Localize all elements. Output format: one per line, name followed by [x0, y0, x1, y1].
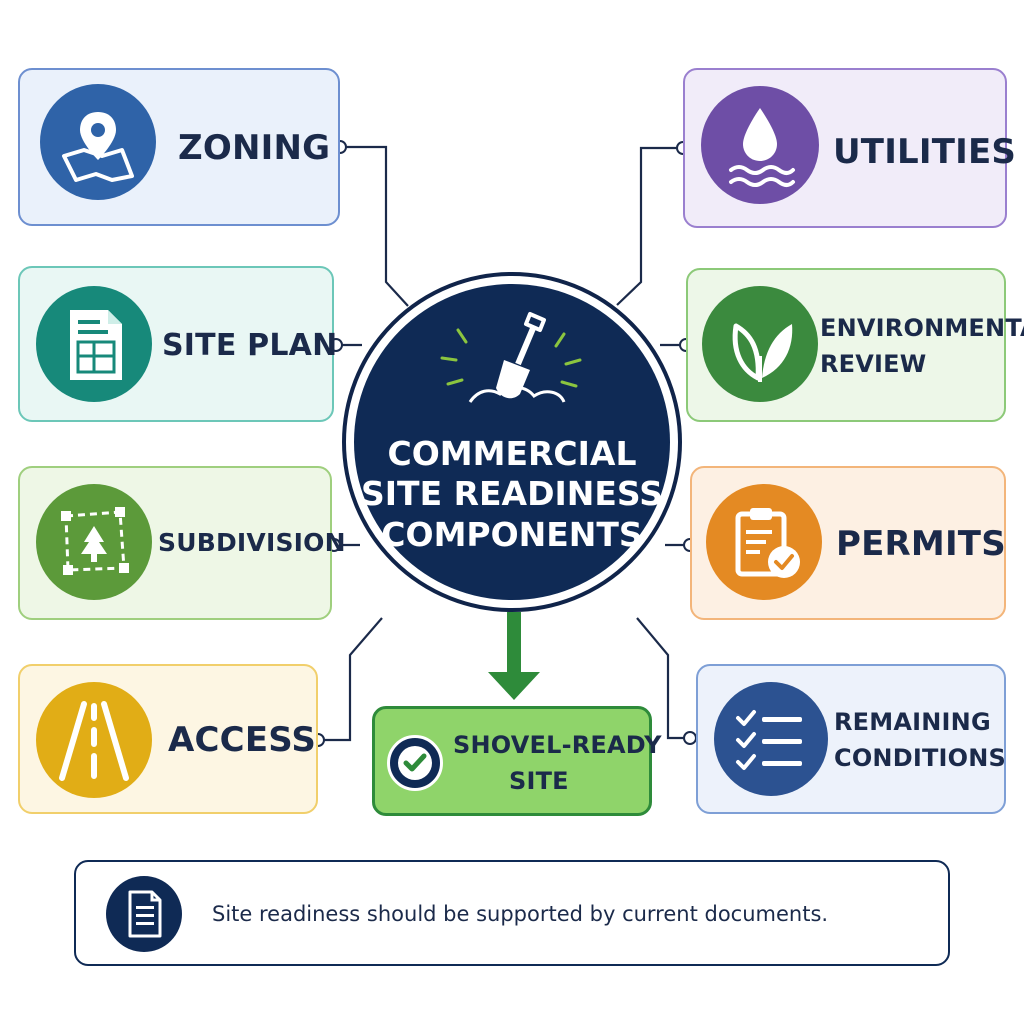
footer-note: Site readiness should be supported by cu…	[74, 860, 950, 966]
water-drop-icon	[701, 86, 819, 204]
document-icon	[106, 876, 182, 952]
shovel-ready-line2: SITE	[509, 767, 569, 795]
checklist-icon	[714, 682, 828, 796]
environmental-label-line1: ENVIRONMENTAL	[820, 314, 1024, 342]
utilities-label: UTILITIES	[833, 132, 1017, 172]
remaining-label-line2: CONDITIONS	[834, 744, 1007, 772]
hub-title-line2: SITE READINESS	[361, 474, 663, 514]
hub-title: COMMERCIAL SITE READINESS COMPONENTS	[354, 434, 670, 555]
remaining-label-line1: REMAINING	[834, 708, 991, 736]
map-pin-icon	[40, 84, 156, 200]
hub-circle: COMMERCIAL SITE READINESS COMPONENTS	[342, 272, 682, 612]
site-plan-label: SITE PLAN	[162, 328, 338, 363]
remaining-conditions-card: REMAINING CONDITIONS	[696, 664, 1006, 814]
shovel-ready-line1: SHOVEL-READY	[453, 731, 662, 759]
subdivision-card: SUBDIVISION	[18, 466, 346, 620]
site-plan-card: SITE PLAN	[18, 266, 338, 422]
permits-card: PERMITS	[690, 466, 1006, 620]
access-card: ACCESS	[18, 664, 318, 814]
check-circle-icon	[387, 735, 443, 791]
shovel-ready-card: SHOVEL-READY SITE	[372, 706, 662, 816]
zoning-card: ZONING	[18, 68, 340, 226]
leaf-icon	[702, 286, 818, 402]
access-label: ACCESS	[168, 720, 317, 760]
clipboard-check-icon	[706, 484, 822, 600]
environmental-review-card: ENVIRONMENTAL REVIEW	[686, 268, 1024, 422]
zoning-label: ZONING	[178, 128, 331, 168]
hub-title-line1: COMMERCIAL	[387, 434, 637, 473]
hub-title-line3: COMPONENTS	[381, 514, 643, 554]
permits-label: PERMITS	[836, 524, 1006, 564]
footer-text: Site readiness should be supported by cu…	[212, 902, 829, 926]
utilities-card: UTILITIES	[683, 68, 1016, 228]
subdivision-label: SUBDIVISION	[158, 528, 346, 557]
parcel-boundary-icon	[36, 484, 152, 600]
shovel-icon	[440, 312, 582, 403]
site-plan-document-icon	[36, 286, 152, 402]
road-icon	[36, 682, 152, 798]
environmental-label-line2: REVIEW	[820, 350, 927, 378]
